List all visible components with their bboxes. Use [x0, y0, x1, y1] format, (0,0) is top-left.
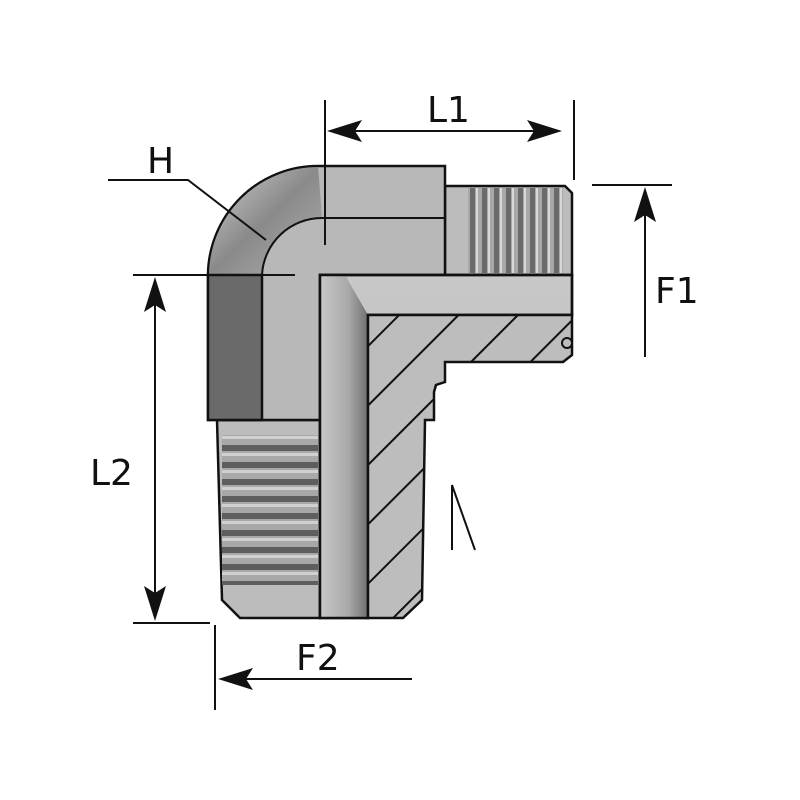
- label-l2: L2: [90, 453, 133, 494]
- label-f1: F1: [655, 271, 699, 312]
- dimension-f1: [592, 184, 672, 357]
- hex-flat: [206, 273, 264, 422]
- label-f2: F2: [296, 638, 340, 679]
- o-ring: [561, 337, 573, 349]
- section-hatch: [366, 313, 574, 620]
- bottom-thread: [215, 418, 322, 620]
- dimension-f2: [214, 625, 412, 710]
- taper-mark: [451, 484, 476, 551]
- label-l1: L1: [427, 90, 470, 131]
- h-leader: [108, 179, 267, 241]
- dimension-l1: [327, 100, 575, 180]
- label-h: H: [147, 141, 174, 182]
- elbow-body: [206, 164, 447, 422]
- right-thread: [443, 184, 574, 277]
- dimension-l2: [133, 277, 210, 624]
